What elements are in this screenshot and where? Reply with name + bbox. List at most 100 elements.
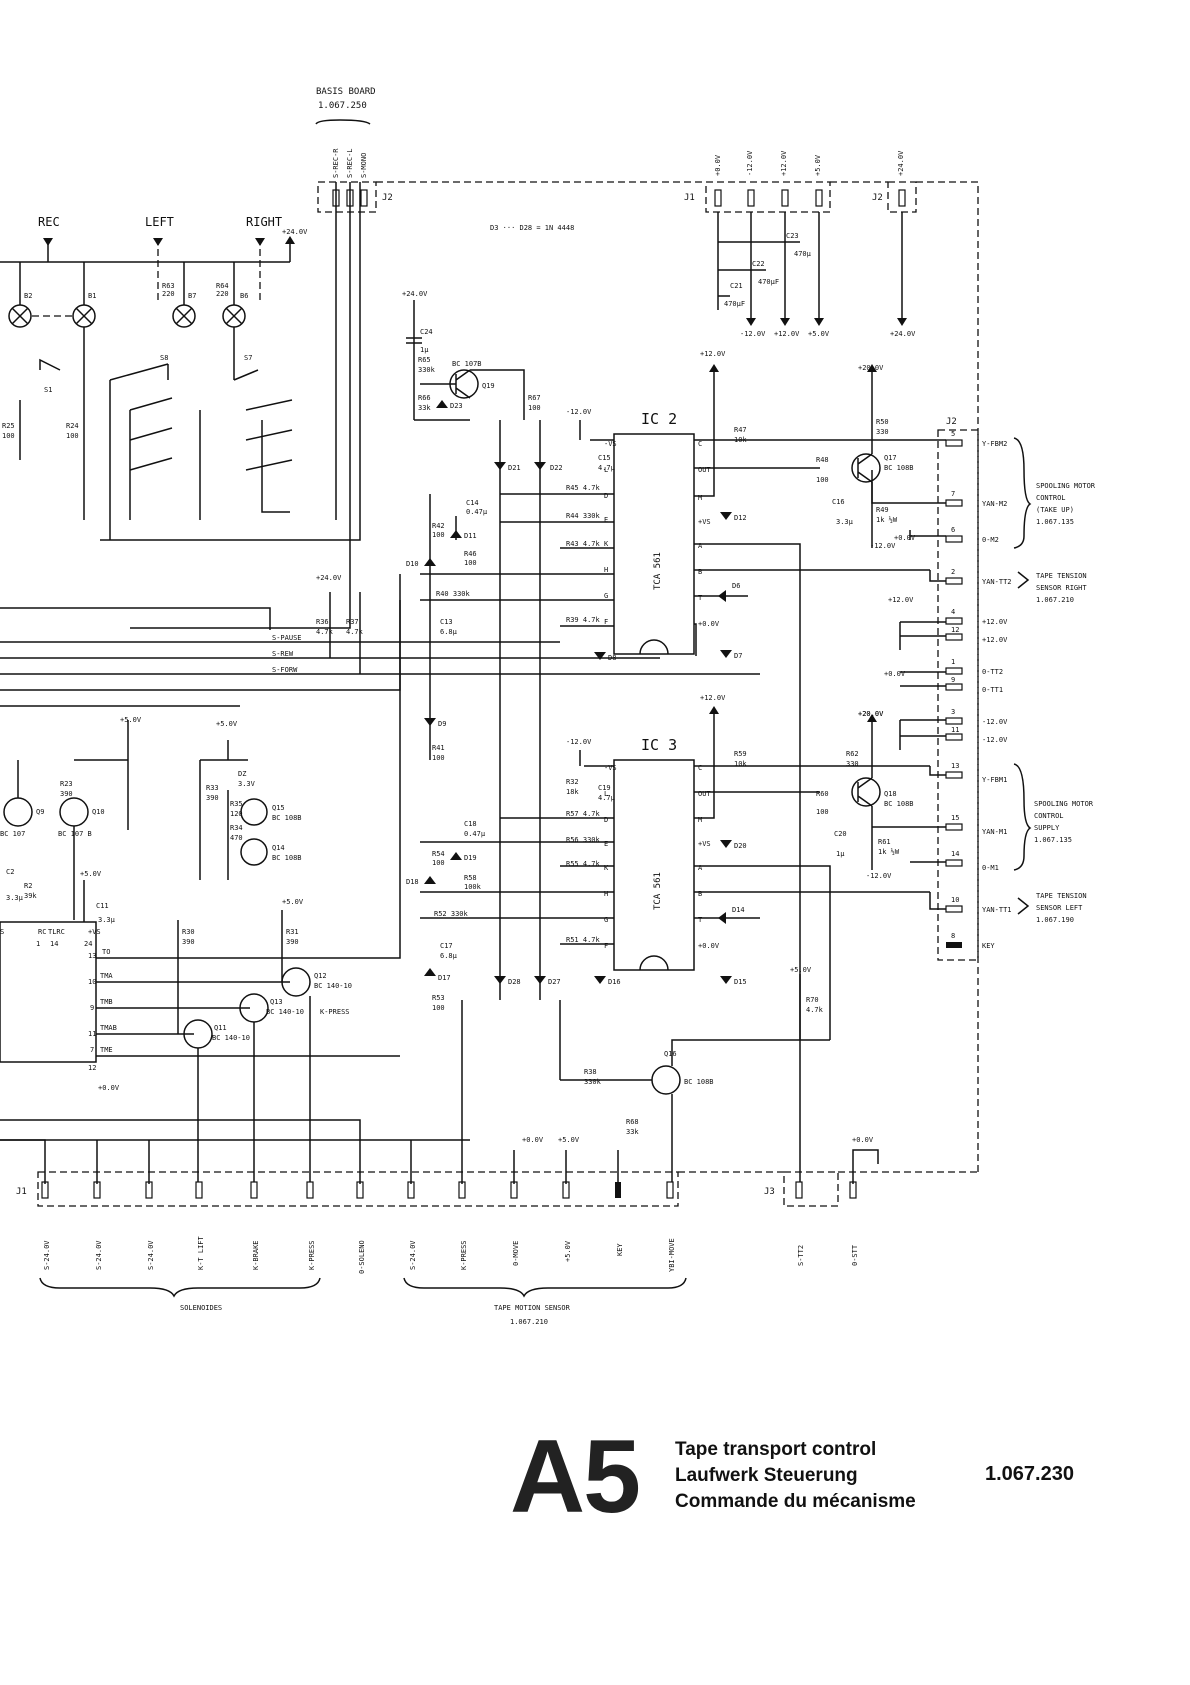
svg-text:Q14: Q14	[272, 844, 285, 852]
svg-text:OUT: OUT	[698, 466, 711, 474]
svg-text:E: E	[604, 516, 608, 524]
svg-text:13: 13	[88, 952, 96, 960]
svg-text:D14: D14	[732, 906, 745, 914]
svg-text:H: H	[604, 566, 608, 574]
svg-text:3.3µ: 3.3µ	[6, 894, 24, 902]
svg-text:15: 15	[951, 814, 959, 822]
svg-text:0.47µ: 0.47µ	[466, 508, 488, 516]
svg-text:D18: D18	[406, 878, 419, 886]
svg-text:S-REC-R: S-REC-R	[332, 148, 340, 178]
svg-text:+5.0V: +5.0V	[80, 870, 102, 878]
svg-text:+0.0V: +0.0V	[98, 1084, 120, 1092]
svg-text:4.7k: 4.7k	[806, 1006, 824, 1014]
svg-text:D23: D23	[450, 402, 463, 410]
svg-text:C13: C13	[440, 618, 453, 626]
svg-text:330: 330	[846, 760, 859, 768]
svg-text:3.3V: 3.3V	[238, 780, 256, 788]
svg-text:R2: R2	[24, 882, 32, 890]
svg-text:S-FORW: S-FORW	[272, 666, 298, 674]
svg-text:YAN-TT1: YAN-TT1	[982, 906, 1012, 914]
svg-text:C14: C14	[466, 499, 479, 507]
svg-text:CONTROL: CONTROL	[1034, 812, 1064, 820]
svg-text:R43 4.7k: R43 4.7k	[566, 540, 601, 548]
svg-text:R53: R53	[432, 994, 445, 1002]
svg-text:C18: C18	[464, 820, 477, 828]
svg-text:18k: 18k	[566, 788, 579, 796]
svg-text:+24.0V: +24.0V	[897, 150, 905, 176]
svg-text:D19: D19	[464, 854, 477, 862]
bottom-groups: SOLENOIDES TAPE MOTION SENSOR 1.067.210	[39, 1277, 687, 1326]
svg-text:D: D	[604, 816, 608, 824]
svg-text:R52 330k: R52 330k	[434, 910, 469, 918]
svg-text:220: 220	[216, 290, 229, 298]
connector-j2-top: J2	[317, 181, 393, 213]
svg-text:TAPE TENSION: TAPE TENSION	[1036, 892, 1087, 900]
svg-text:0-MOVE: 0-MOVE	[512, 1241, 520, 1266]
svg-text:+12.0V: +12.0V	[700, 350, 726, 358]
svg-text:B: B	[698, 890, 702, 898]
svg-text:R62: R62	[846, 750, 859, 758]
svg-text:6.8µ: 6.8µ	[440, 952, 458, 960]
svg-text:J2: J2	[946, 417, 957, 427]
svg-text:Q12: Q12	[314, 972, 327, 980]
title-line-de: Laufwerk Steuerung	[675, 1465, 858, 1486]
svg-text:+24.0V: +24.0V	[282, 228, 308, 236]
basis-board-number: 1.067.250	[318, 101, 367, 111]
svg-text:Q17: Q17	[884, 454, 897, 462]
svg-text:TCA 561: TCA 561	[653, 872, 663, 910]
svg-text:R55 4.7k: R55 4.7k	[566, 860, 601, 868]
svg-text:B7: B7	[188, 292, 196, 300]
svg-text:+0.0V: +0.0V	[852, 1136, 874, 1144]
svg-text:10: 10	[88, 978, 96, 986]
svg-text:1µ: 1µ	[836, 850, 845, 858]
svg-text:-12.0V: -12.0V	[982, 736, 1008, 744]
svg-text:R23: R23	[60, 780, 73, 788]
svg-text:B: B	[698, 568, 702, 576]
svg-text:1k ½W: 1k ½W	[878, 848, 900, 856]
svg-text:+24.0V: +24.0V	[402, 290, 428, 298]
svg-text:C2: C2	[6, 868, 14, 876]
svg-text:-12.0V: -12.0V	[866, 872, 892, 880]
svg-text:0-M2: 0-M2	[982, 536, 999, 544]
svg-text:+20.0V: +20.0V	[858, 364, 884, 372]
svg-text:9: 9	[90, 1004, 94, 1012]
svg-text:+0.0V: +0.0V	[884, 670, 906, 678]
svg-text:SOLENOIDES: SOLENOIDES	[180, 1304, 222, 1312]
svg-text:TMAB: TMAB	[100, 1024, 117, 1032]
svg-text:YBI-MOVE: YBI-MOVE	[668, 1238, 676, 1272]
svg-text:13: 13	[951, 762, 959, 770]
svg-text:KEY: KEY	[982, 942, 995, 950]
svg-text:C20: C20	[834, 830, 847, 838]
svg-text:J2: J2	[382, 193, 393, 203]
svg-text:R44 330k: R44 330k	[566, 512, 601, 520]
svg-text:BC 107B: BC 107B	[452, 360, 482, 368]
svg-text:Q9: Q9	[36, 808, 44, 816]
svg-text:+5.0V: +5.0V	[120, 716, 142, 724]
svg-text:TMA: TMA	[100, 972, 113, 980]
svg-text:100: 100	[432, 754, 445, 762]
svg-text:12: 12	[88, 1064, 96, 1072]
svg-text:D27: D27	[548, 978, 561, 986]
svg-text:+0.0V: +0.0V	[698, 942, 720, 950]
svg-text:+12.0V: +12.0V	[780, 150, 788, 176]
document-number: 1.067.230	[985, 1463, 1074, 1485]
svg-text:+12.0V: +12.0V	[982, 636, 1008, 644]
svg-text:R65: R65	[418, 356, 431, 364]
svg-text:R33: R33	[206, 784, 219, 792]
svg-text:C19: C19	[598, 784, 611, 792]
svg-text:D7: D7	[734, 652, 742, 660]
svg-text:+5.0V: +5.0V	[808, 330, 830, 338]
svg-text:R38: R38	[584, 1068, 597, 1076]
svg-text:1.067.210: 1.067.210	[1036, 596, 1074, 604]
svg-text:R67: R67	[528, 394, 541, 402]
svg-text:SENSOR LEFT: SENSOR LEFT	[1036, 904, 1083, 912]
svg-text:C17: C17	[440, 942, 453, 950]
svg-text:D6: D6	[732, 582, 740, 590]
svg-text:S-REC-L: S-REC-L	[346, 148, 354, 178]
